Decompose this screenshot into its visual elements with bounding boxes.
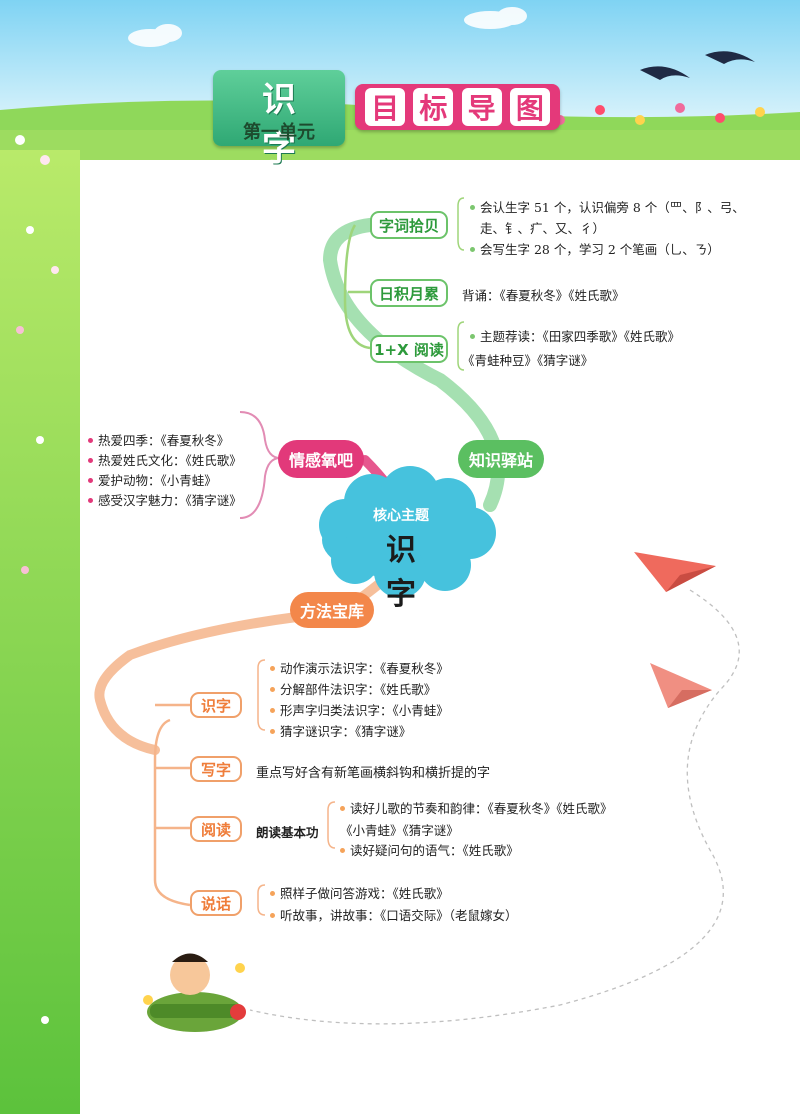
core-topic: 识 字: [386, 533, 434, 612]
yuedu-val-3: 《姓氏歌》: [462, 843, 519, 858]
shuohua-line-1: 照样子做问答游戏：《姓氏歌》: [270, 883, 449, 902]
emotion-item-4: 感受汉字魅力：《猜字谜》: [88, 490, 242, 509]
rijiyuelei-prefix: 背诵：: [462, 288, 500, 303]
shizi-key-1: 动作演示法识字：: [280, 661, 381, 676]
shizi-val-4: 《猜字谜》: [355, 724, 412, 739]
emotion-item-2: 热爱姓氏文化：《姓氏歌》: [88, 450, 242, 469]
emotion-key-4: 感受汉字魅力：: [98, 493, 186, 508]
emotion-val-3: 《小青蛙》: [160, 473, 217, 488]
emotion-val-4: 《猜字谜》: [185, 493, 242, 508]
shizi-item-4: 猜字谜识字：《猜字谜》: [270, 721, 411, 740]
shuohua-key-1: 照样子做问答游戏：: [280, 886, 393, 901]
shizi-key-4: 猜字谜识字：: [280, 724, 356, 739]
bullet-dot: [340, 806, 345, 811]
emotion-item-1: 热爱四季：《春夏秋冬》: [88, 430, 229, 449]
bullet-dot: [270, 666, 275, 671]
bullet-dot: [270, 891, 275, 896]
shuohua-line-2: 听故事，讲故事：《口语交际》（老鼠嫁女）: [270, 905, 518, 924]
emotion-key-3: 爱护动物：: [98, 473, 161, 488]
emotion-val-1: 《春夏秋冬》: [160, 433, 230, 448]
node-yuedu: 阅读: [190, 816, 242, 842]
unit-title-box: 识 字 第一单元: [213, 70, 345, 169]
hub-emotion: 情感氧吧: [278, 440, 364, 478]
ziciqiaobei-text-1: 会认生字 51 个，认识偏旁 8 个（罒、阝、弓、: [480, 200, 745, 215]
yuedu-line-1: 读好儿歌的节奏和韵律：《春夏秋冬》《姓氏歌》: [340, 798, 613, 817]
shuohua-val-1: 《姓氏歌》: [392, 886, 449, 901]
bullet-dot: [270, 708, 275, 713]
bullet-dot: [340, 848, 345, 853]
ziciqiaobei-line-1: 会认生字 51 个，认识偏旁 8 个（罒、阝、弓、: [470, 197, 745, 216]
node-ziciqiaobei: 字词拾贝: [370, 211, 448, 239]
bullet-dot: [270, 729, 275, 734]
node-xiezi: 写字: [190, 756, 242, 782]
yuedu-key-1: 读好儿歌的节奏和韵律：: [350, 801, 488, 816]
dashed-flight-path: [249, 589, 740, 1025]
ziciqiaobei-line-3: 会写生字 28 个，学习 2 个笔画（乚、ㄋ）: [470, 239, 720, 258]
bullet-dot: [470, 247, 475, 252]
shizi-val-2: 《姓氏歌》: [380, 682, 437, 697]
yuedu-1x-text-1: 《田家四季歌》《姓氏歌》: [542, 329, 681, 344]
yuedu-key-3: 读好疑问句的语气：: [350, 843, 463, 858]
paper-plane-top: [634, 552, 716, 592]
paper-plane-bottom: [650, 663, 712, 708]
bullet-dot: [270, 687, 275, 692]
yuedu-1x-prefix: 主题荐读：: [480, 329, 543, 344]
node-rijiyuelei: 日积月累: [370, 279, 448, 307]
goal-char-3: 导: [461, 88, 502, 126]
shizi-key-2: 分解部件法识字：: [280, 682, 381, 697]
node-yuedu-1x: 1+X 阅读: [370, 335, 448, 363]
cartoon-pilot-plane: [143, 953, 246, 1032]
hub-method: 方法宝库: [290, 592, 374, 628]
hub-knowledge: 知识驿站: [458, 440, 544, 478]
node-shizi: 识字: [190, 692, 242, 718]
goal-map-title: 目 标 导 图: [355, 84, 560, 130]
shizi-item-2: 分解部件法识字：《姓氏歌》: [270, 679, 436, 698]
bullet-dot: [88, 438, 93, 443]
rijiyuelei-line: 背诵：《春夏秋冬》《姓氏歌》: [462, 285, 625, 304]
yuedu-1x-line-1: 主题荐读：《田家四季歌》《姓氏歌》: [470, 326, 680, 345]
core-topic-cloud: [319, 466, 496, 598]
goal-char-2: 标: [413, 88, 454, 126]
shuohua-val-2: 《口语交际》（老鼠嫁女）: [380, 908, 518, 923]
shuohua-key-2: 听故事，讲故事：: [280, 908, 381, 923]
bullet-dot: [470, 334, 475, 339]
yuedu-line-2: 《小青蛙》《猜字谜》: [340, 823, 459, 838]
rijiyuelei-text: 《春夏秋冬》《姓氏歌》: [499, 288, 625, 303]
emotion-key-2: 热爱姓氏文化：: [98, 453, 186, 468]
core-topic-label: 核心主题: [373, 508, 429, 524]
emotion-item-3: 爱护动物：《小青蛙》: [88, 470, 217, 489]
shizi-val-1: 《春夏秋冬》: [380, 661, 449, 676]
node-shuohua: 说话: [190, 890, 242, 916]
goal-char-1: 目: [365, 88, 406, 126]
yuedu-1x-line-2: 《青蛙种豆》《猜字谜》: [462, 353, 594, 368]
ziciqiaobei-text-3: 会写生字 28 个，学习 2 个笔画（乚、ㄋ）: [480, 242, 720, 257]
yuedu-val-1: 《春夏秋冬》《姓氏歌》: [487, 801, 613, 816]
bullet-dot: [270, 913, 275, 918]
bullet-dot: [470, 205, 475, 210]
bullet-dot: [88, 478, 93, 483]
shizi-item-3: 形声字归类法识字：《小青蛙》: [270, 700, 449, 719]
yuedu-sub: 朗读基本功: [256, 825, 319, 840]
shizi-val-3: 《小青蛙》: [392, 703, 449, 718]
emotion-val-2: 《姓氏歌》: [185, 453, 242, 468]
shizi-key-3: 形声字归类法识字：: [280, 703, 393, 718]
unit-title: 识 字: [262, 80, 324, 169]
ziciqiaobei-line-2: 走、钅、疒、又、彳）: [480, 221, 606, 236]
swallows-decoration: [640, 51, 755, 80]
goal-char-4: 图: [509, 88, 550, 126]
xiezi-text: 重点写好含有新笔画横斜钩和横折提的字: [256, 766, 491, 781]
bullet-dot: [88, 458, 93, 463]
shizi-item-1: 动作演示法识字：《春夏秋冬》: [270, 658, 449, 677]
emotion-key-1: 热爱四季：: [98, 433, 161, 448]
bullet-dot: [88, 498, 93, 503]
unit-subtitle: 第一单元: [243, 122, 315, 143]
yuedu-line-3: 读好疑问句的语气：《姓氏歌》: [340, 840, 519, 859]
clouds-decoration: [128, 7, 527, 47]
